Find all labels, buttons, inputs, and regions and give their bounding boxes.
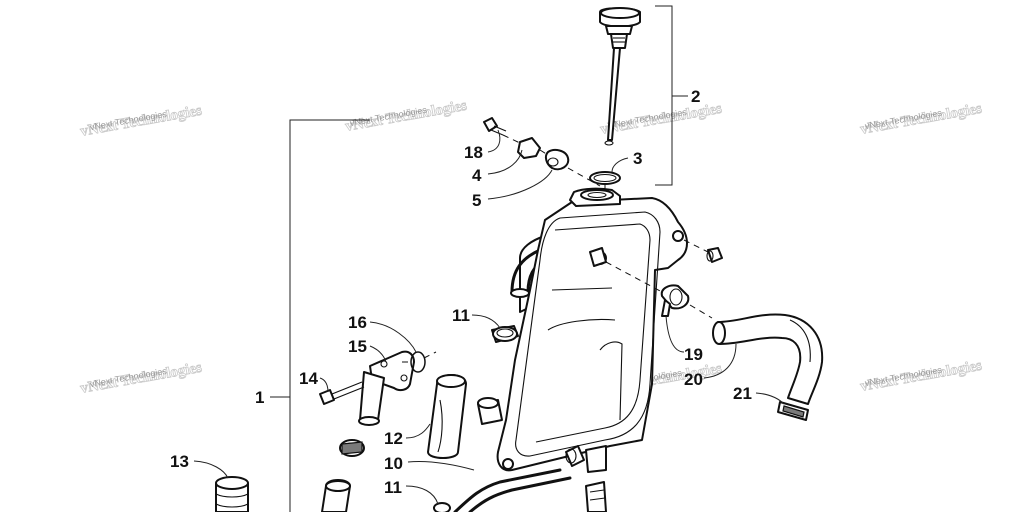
callouts: 1 2 3 4 5 10 11 11 12 13 14 15 16 18 19 … <box>170 87 752 497</box>
hose-clamp-small <box>777 401 809 421</box>
hose-20 <box>712 313 824 405</box>
clamp-upper <box>491 325 519 343</box>
o-ring <box>589 171 621 200</box>
callout-12: 12 <box>384 429 403 448</box>
callout-4: 4 <box>472 166 482 185</box>
callout-15: 15 <box>348 337 367 356</box>
bolt-14 <box>319 381 365 405</box>
elbow-fitting <box>358 350 437 426</box>
bracket-item-2 <box>655 5 688 186</box>
leader-lines <box>193 129 785 505</box>
bracket-item-1 <box>270 119 370 512</box>
callout-1: 1 <box>255 388 264 407</box>
callout-21: 21 <box>733 384 752 403</box>
hose-12 <box>427 374 467 459</box>
callout-18: 18 <box>464 143 483 162</box>
coupling-13 <box>215 476 249 512</box>
callout-14: 14 <box>299 369 318 388</box>
bottom-fitting <box>433 502 451 512</box>
callout-5: 5 <box>472 191 481 210</box>
fitting-right <box>683 239 723 263</box>
callout-16: 16 <box>348 313 367 332</box>
callout-20: 20 <box>684 370 703 389</box>
hose-clamp <box>605 261 713 319</box>
hose-10 <box>407 461 572 512</box>
bolt-spacer-grommet <box>483 117 601 187</box>
oil-reservoir <box>496 187 688 473</box>
callout-19: 19 <box>684 345 703 364</box>
hose-sleeve <box>477 397 503 425</box>
dipstick <box>599 7 641 146</box>
callout-10: 10 <box>384 454 403 473</box>
callout-3: 3 <box>633 149 642 168</box>
clamp-lower <box>339 439 365 457</box>
callout-2: 2 <box>691 87 700 106</box>
hose-lower <box>321 479 351 512</box>
callout-13: 13 <box>170 452 189 471</box>
drain-fitting <box>585 481 607 512</box>
callout-11-upper: 11 <box>452 306 470 325</box>
callout-11-lower: 11 <box>384 478 402 497</box>
